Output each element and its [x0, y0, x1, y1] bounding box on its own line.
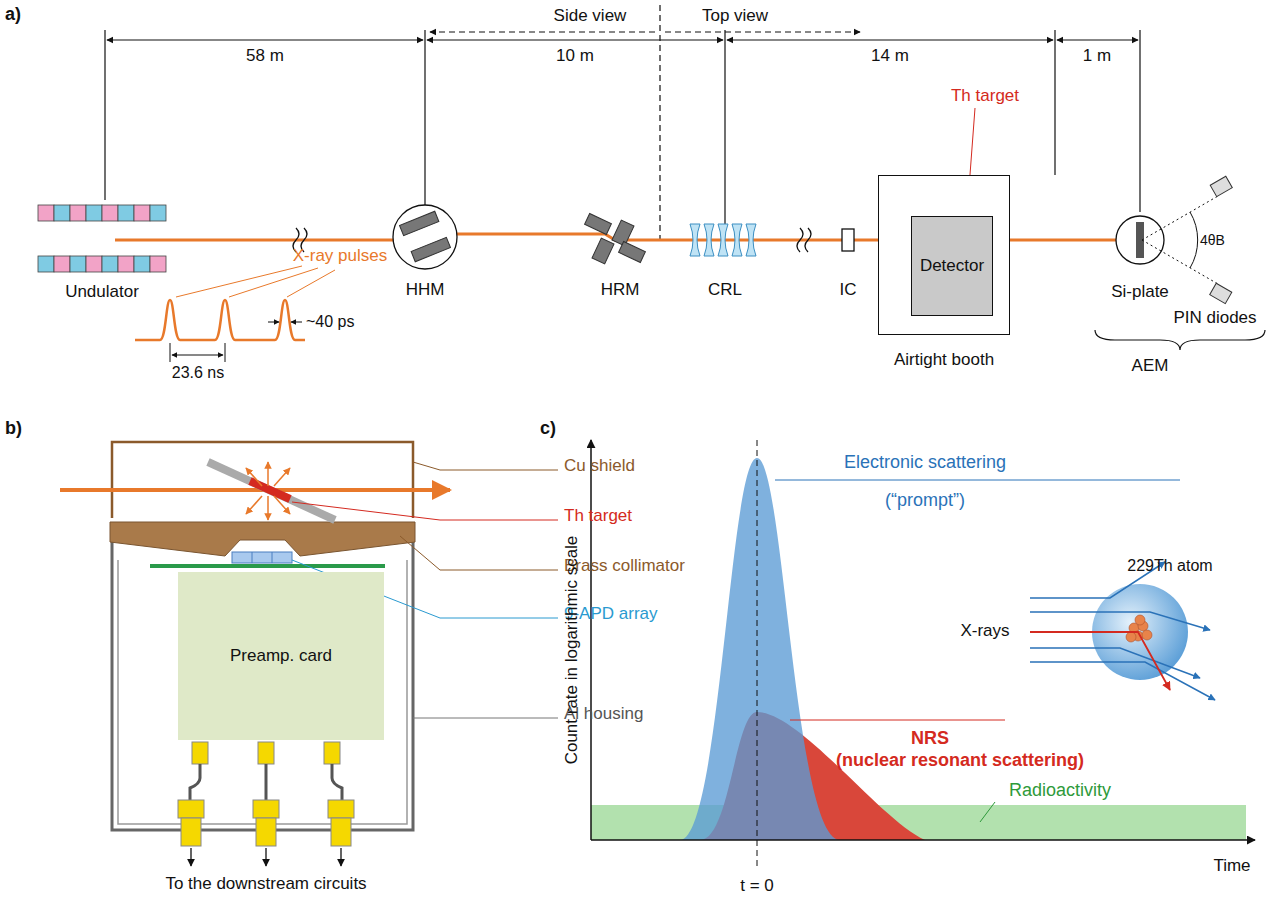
booth-box: Airtight boothDetector [878, 175, 1010, 335]
beam-b [60, 462, 450, 520]
part-label: 4θB [1200, 232, 1225, 248]
part-label: a) [5, 4, 21, 25]
part-label: Count rate in logarithmic scale [562, 536, 582, 765]
pulse-train [135, 300, 305, 340]
part-label: (nuclear resonant scattering) [836, 750, 1084, 771]
part-label: To the downstream circuits [165, 874, 366, 894]
part-label: Side view [554, 6, 627, 26]
crl-lenses [690, 224, 756, 256]
part-label: AEM [1132, 356, 1169, 376]
part-label: HRM [601, 280, 640, 300]
part-label: Electronic scattering [844, 452, 1006, 473]
ion-chamber [842, 229, 854, 251]
hhm-monochromator [393, 205, 457, 269]
part-label: X-rays [960, 621, 1009, 641]
node-text: Airtight booth [894, 350, 994, 370]
part-label: Cu shield [564, 456, 635, 476]
part-label: b) [5, 418, 22, 439]
part-label: 58 m [246, 46, 284, 66]
node-text: Preamp. card [184, 646, 378, 666]
part-label: 14 m [871, 46, 909, 66]
part-label: Top view [702, 6, 768, 26]
part-label: Brass collimator [564, 556, 685, 576]
connectors-yellow [178, 742, 354, 866]
part-label: CRL [708, 280, 742, 300]
node-text: Detector [918, 256, 986, 276]
part-label: 10 m [556, 46, 594, 66]
part-label: IC [840, 280, 857, 300]
component-box: Detector [911, 216, 993, 316]
part-label: PIN diodes [1173, 308, 1256, 328]
part-label: 23.6 ns [172, 364, 224, 382]
part-label: 229Th atom [1127, 557, 1212, 575]
part-label: t = 0 [740, 876, 774, 896]
part-label: 1 m [1083, 46, 1111, 66]
part-label: Undulator [65, 282, 139, 302]
text-wrap: Detector [912, 256, 992, 276]
component-box: Preamp. card [178, 572, 384, 740]
part-label: HHM [406, 280, 445, 300]
part-label: Radioactivity [1009, 780, 1111, 801]
part-label: ~40 ps [306, 313, 354, 331]
part-label: Si-plate [1111, 282, 1169, 302]
part-label: (“prompt”) [885, 490, 965, 511]
atom-figure [1030, 562, 1215, 700]
aem-monitor [1095, 176, 1265, 350]
plot-c [591, 440, 1255, 870]
part-label: NRS [911, 728, 949, 749]
part-label: X-ray pulses [293, 246, 387, 266]
part-label: c) [540, 418, 556, 439]
text-wrap: Preamp. card [178, 646, 384, 666]
detector-housing [110, 442, 415, 830]
part-label: Th target [951, 86, 1019, 106]
text-wrap: Airtight booth [894, 350, 994, 370]
part-label: Time [1213, 856, 1250, 876]
hrm-monochromator [585, 213, 646, 263]
part-label: Th target [564, 506, 632, 526]
